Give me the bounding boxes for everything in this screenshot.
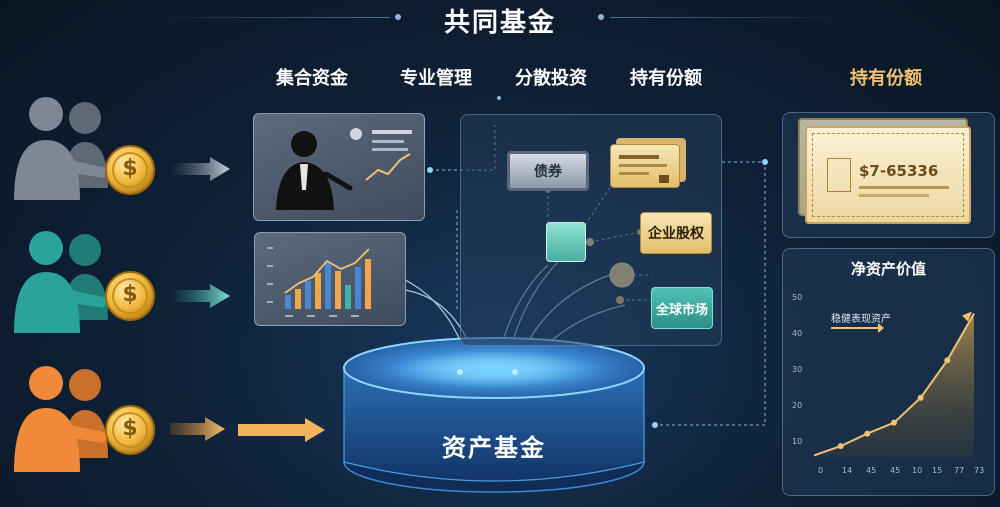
arrow-right-icon-4 xyxy=(238,418,325,442)
nav-point xyxy=(917,394,924,401)
x-tick: 0 xyxy=(818,466,824,475)
investor-group-1 xyxy=(14,97,108,200)
asset-pool-tank xyxy=(343,337,645,493)
certificate-value: $7-65336 xyxy=(859,162,939,180)
nav-point xyxy=(864,430,871,437)
x-tick: 77 xyxy=(954,466,965,475)
coin-icon-3 xyxy=(105,405,155,455)
teal-block xyxy=(546,222,586,262)
x-tick: 15 xyxy=(932,466,943,475)
share-certificate: $7-65336 xyxy=(805,126,971,224)
x-tick: 45 xyxy=(866,466,877,475)
title-dot-right xyxy=(598,14,604,20)
coin-icon-2 xyxy=(105,271,155,321)
arrow-up-icon xyxy=(962,311,972,322)
node-right-top xyxy=(762,159,768,165)
businessman-icon xyxy=(276,128,412,210)
nav-area xyxy=(814,313,974,457)
bar-chart-card xyxy=(254,232,406,326)
nav-x-axis: 0 14 45 45 10 15 77 73 xyxy=(812,466,987,478)
step-hold-shares: 持有份额 xyxy=(630,68,702,89)
nav-panel-title: 净资产价值 xyxy=(850,260,926,278)
coin-symbol-3: $ xyxy=(122,416,138,441)
node-manager xyxy=(427,167,433,173)
x-tick: 73 xyxy=(974,466,985,475)
step-pool-funds: 集合资金 xyxy=(276,68,348,89)
x-tick: 45 xyxy=(890,466,901,475)
nav-growth-chart xyxy=(813,311,975,457)
y-tick: 40 xyxy=(792,329,803,338)
y-tick: 30 xyxy=(792,365,803,374)
nav-legend-label: 稳健表现资产 xyxy=(831,314,891,325)
tag-global-market: 全球市场 xyxy=(651,287,713,329)
nav-point xyxy=(944,357,951,364)
nav-point xyxy=(891,419,897,426)
tag-bond: 债券 xyxy=(507,151,589,191)
investor-group-3 xyxy=(14,366,108,472)
coin-symbol-2: $ xyxy=(122,282,138,307)
investor-group-2 xyxy=(14,231,108,333)
asset-pool-label: 资产基金 xyxy=(442,434,546,462)
right-header-hold-shares: 持有份额 xyxy=(850,68,922,89)
step-diversified-investment: 分散投资 xyxy=(515,68,587,89)
arrow-right-icon-2 xyxy=(170,284,230,308)
nav-point xyxy=(837,443,844,450)
nav-y-axis: 50 40 30 20 10 xyxy=(792,293,812,453)
tag-equity: 企业股权 xyxy=(640,212,712,254)
step-professional-management: 专业管理 xyxy=(400,68,472,89)
y-tick: 10 xyxy=(792,437,803,446)
x-tick: 10 xyxy=(912,466,923,475)
document-icon xyxy=(610,138,686,188)
certificate-seal xyxy=(827,158,851,192)
coin-icon-1 xyxy=(105,145,155,195)
arrow-right-icon-3 xyxy=(170,417,225,441)
nav-legend-line xyxy=(831,327,881,329)
arrow-right-icon-1 xyxy=(170,157,230,181)
y-tick: 50 xyxy=(792,293,803,302)
x-tick: 14 xyxy=(842,466,853,475)
arrow-right-icon-legend xyxy=(878,323,884,333)
manager-card xyxy=(253,113,425,221)
node-tank xyxy=(652,422,658,428)
title-dot-left xyxy=(395,14,401,20)
page-title: 共同基金 xyxy=(443,8,556,38)
header-dot xyxy=(497,96,501,100)
y-tick: 20 xyxy=(792,401,803,410)
bar-chart-icon xyxy=(267,247,371,317)
coin-symbol-1: $ xyxy=(122,156,138,181)
title-divider-left xyxy=(150,17,390,18)
